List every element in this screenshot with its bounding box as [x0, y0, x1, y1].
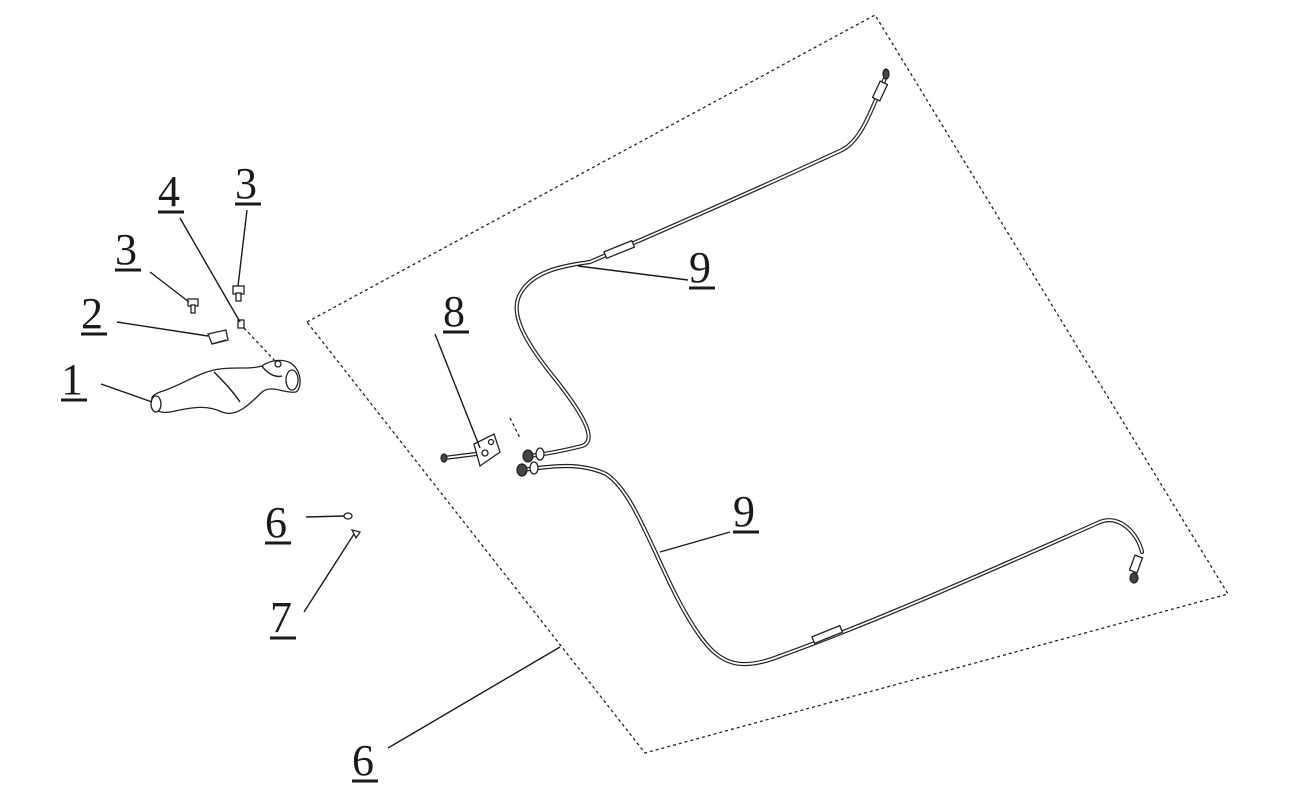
mounting-bolt-a [187, 298, 199, 314]
lever-pin [237, 319, 282, 368]
leader-9a [577, 265, 689, 281]
leader-3a [149, 271, 190, 303]
callout-7: 7 [270, 593, 292, 642]
lever-cover-clip [207, 329, 229, 345]
leader-1 [100, 383, 153, 403]
leader-9b [659, 531, 731, 553]
leader-2 [116, 321, 209, 337]
leader-6b [387, 646, 561, 749]
mounting-bolt-b [232, 285, 245, 302]
callout-8: 8 [443, 287, 465, 336]
leader-7 [303, 533, 355, 613]
callout-3a: 3 [115, 225, 137, 274]
callout-1: 1 [61, 355, 83, 404]
cable-equalizer-bracket [440, 417, 521, 468]
retaining-clip [343, 512, 353, 520]
brake-cable-lower [516, 461, 1145, 667]
leader-3b [237, 209, 248, 287]
leader-8 [434, 333, 481, 449]
leader-4 [179, 217, 241, 323]
callout-9a: 9 [689, 243, 711, 292]
callout-4: 4 [158, 167, 180, 216]
callout-3b: 3 [235, 159, 257, 208]
cable-assembly-boundary [306, 14, 1230, 754]
callout-6a: 6 [265, 498, 287, 547]
callout-6b: 6 [352, 736, 374, 785]
hand-brake-lever [150, 359, 301, 415]
callout-9b: 9 [733, 487, 755, 536]
callout-2: 2 [81, 289, 103, 338]
leader-6a [305, 515, 345, 518]
brake-cable-upper [514, 68, 890, 463]
